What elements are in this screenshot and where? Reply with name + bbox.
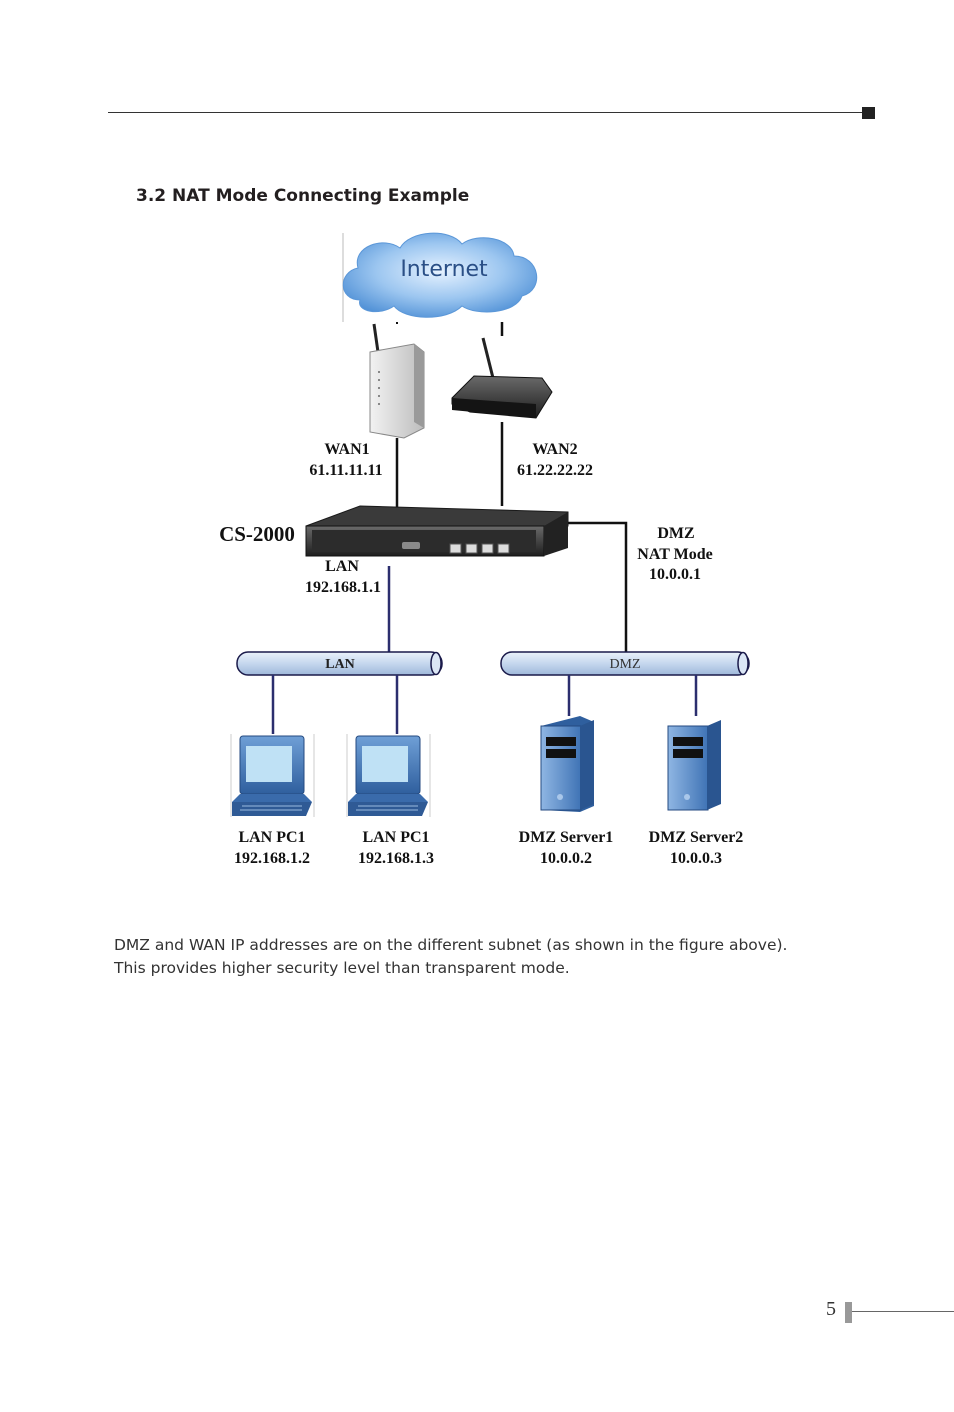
dmz-server2-icon [667, 720, 721, 811]
lan-bus: LAN [236, 651, 443, 676]
wan2-router-icon [451, 337, 553, 419]
dmz-server2-name: DMZ Server2 [649, 829, 744, 846]
header-rule [108, 112, 862, 113]
dmz-port-ip: 10.0.0.1 [649, 566, 701, 583]
dmz-server1-ip: 10.0.0.2 [540, 850, 592, 867]
device-name: CS-2000 [219, 522, 295, 546]
lan-pc1-ip: 192.168.1.2 [234, 850, 310, 867]
page-number: 5 [826, 1298, 836, 1320]
footer-rule [852, 1311, 954, 1312]
dmz-server1-name: DMZ Server1 [519, 829, 614, 846]
wan1-ip: 61.11.11.11 [309, 462, 382, 479]
dmz-server2-ip: 10.0.0.3 [670, 850, 722, 867]
wan1-modem-icon [369, 323, 425, 439]
lan-pc1-icon [230, 734, 315, 817]
lan-pc2-name: LAN PC1 [362, 829, 429, 846]
wan2-ip: 61.22.22.22 [517, 462, 593, 479]
body-paragraph: DMZ and WAN IP addresses are on the diff… [114, 934, 854, 979]
footer-bar-marker [845, 1302, 852, 1323]
cloud-label: Internet [400, 257, 488, 282]
body-line-1: DMZ and WAN IP addresses are on the diff… [114, 936, 788, 954]
dmz-cable [568, 521, 628, 652]
wan1-label: WAN1 [324, 441, 369, 458]
lan-port-ip: 192.168.1.1 [305, 579, 381, 596]
lan-pc2-ip: 192.168.1.3 [358, 850, 434, 867]
header-square-marker [862, 107, 875, 119]
dmz-port-label: DMZ [657, 525, 694, 542]
dmz-server1-icon [540, 716, 594, 812]
dmz-bus-label: DMZ [609, 657, 640, 672]
lan-pc2-icon [346, 734, 431, 817]
dmz-port-mode: NAT Mode [637, 546, 712, 563]
internet-cloud-icon: Internet [342, 232, 538, 322]
wan2-label: WAN2 [532, 441, 577, 458]
section-title: 3.2 NAT Mode Connecting Example [136, 186, 470, 206]
lan-bus-label: LAN [325, 657, 355, 672]
cs-2000-appliance-icon [305, 505, 569, 557]
lan-port-label: LAN [325, 558, 359, 575]
body-line-2: This provides higher security level than… [114, 958, 570, 977]
lan-pc1-name: LAN PC1 [238, 829, 305, 846]
dmz-bus: DMZ [500, 651, 750, 676]
